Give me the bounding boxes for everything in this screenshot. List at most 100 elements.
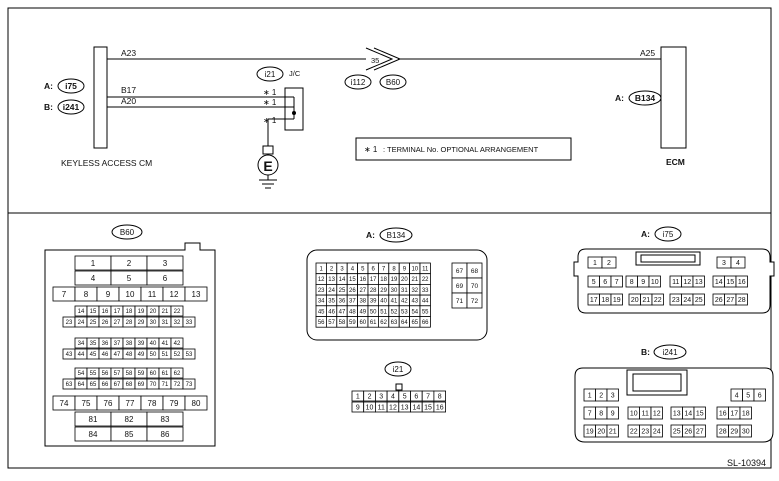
terminal-number: 24 bbox=[328, 288, 335, 294]
terminal-number: 7 bbox=[62, 290, 67, 299]
terminal-number: 30 bbox=[150, 320, 157, 326]
outer-frame bbox=[7, 7, 772, 469]
jc-mark-3: ∗ 1 bbox=[263, 116, 277, 125]
terminal-number: 18 bbox=[380, 277, 387, 283]
terminal-cell bbox=[606, 406, 619, 420]
terminal-number: 32 bbox=[411, 288, 418, 294]
terminal-number: 63 bbox=[66, 382, 73, 388]
terminal-number: 44 bbox=[422, 299, 429, 305]
terminal-number: 14 bbox=[715, 279, 723, 286]
terminal-number: 14 bbox=[78, 309, 85, 315]
i75-latch-window bbox=[640, 254, 696, 263]
terminal-number: 43 bbox=[411, 299, 418, 305]
terminal-number: 19 bbox=[138, 309, 145, 315]
terminal-cell bbox=[170, 337, 184, 349]
terminal-number: 14 bbox=[684, 411, 692, 418]
terminal-number: 5 bbox=[127, 274, 132, 283]
terminal-number: 19 bbox=[586, 429, 594, 436]
terminal-number: 63 bbox=[391, 320, 398, 326]
terminal-number: 82 bbox=[125, 415, 134, 424]
terminal-number: 52 bbox=[174, 352, 181, 358]
terminal-number: 12 bbox=[653, 411, 661, 418]
b60-title-callout bbox=[111, 224, 143, 240]
terminal-number: 7 bbox=[382, 267, 386, 273]
terminal-number: 17 bbox=[590, 297, 598, 304]
terminal-cell bbox=[739, 424, 752, 438]
terminal-cell bbox=[650, 424, 663, 438]
terminal-cell bbox=[433, 401, 446, 413]
ecm-a-label: A: bbox=[615, 93, 624, 103]
terminal-number: 48 bbox=[126, 352, 133, 358]
terminal-number: 52 bbox=[391, 309, 398, 315]
terminal-number: 8 bbox=[630, 279, 634, 286]
wire-label-a25: A25 bbox=[640, 48, 655, 58]
terminal-number: 79 bbox=[170, 399, 179, 408]
terminal-cell bbox=[651, 293, 664, 306]
terminal-number: 61 bbox=[370, 320, 377, 326]
terminal-number: 37 bbox=[349, 299, 356, 305]
ground-terminal bbox=[262, 145, 274, 155]
terminal-number: 2 bbox=[607, 260, 611, 267]
terminal-number: 9 bbox=[611, 411, 615, 418]
i75-title: i75 bbox=[663, 230, 674, 239]
connector-callout-b134 bbox=[628, 90, 662, 106]
terminal-number: 3 bbox=[163, 259, 168, 268]
terminal-number: 28 bbox=[370, 288, 377, 294]
terminal-number: 70 bbox=[471, 283, 479, 290]
terminal-number: 6 bbox=[372, 267, 376, 273]
terminal-number: 21 bbox=[411, 277, 418, 283]
terminal-number: 15 bbox=[696, 411, 704, 418]
terminal-number: 58 bbox=[339, 320, 346, 326]
terminal-number: 20 bbox=[150, 309, 157, 315]
connector-callout-i241-text: i241 bbox=[63, 102, 80, 112]
terminal-cell bbox=[466, 292, 483, 309]
terminal-number: 21 bbox=[609, 429, 617, 436]
terminal-number: 14 bbox=[339, 277, 346, 283]
terminal-number: 67 bbox=[114, 382, 121, 388]
terminal-number: 4 bbox=[351, 267, 355, 273]
terminal-number: 1 bbox=[593, 260, 597, 267]
terminal-number: 13 bbox=[401, 405, 409, 412]
i241-title-callout bbox=[653, 344, 687, 360]
terminal-number: 55 bbox=[90, 371, 97, 377]
connector-callout-i21 bbox=[256, 66, 284, 82]
jc-mark-2: ∗ 1 bbox=[263, 98, 277, 107]
terminal-cell bbox=[735, 275, 748, 288]
terminal-number: 32 bbox=[174, 320, 181, 326]
terminal-number: 28 bbox=[126, 320, 133, 326]
terminal-number: 18 bbox=[126, 309, 133, 315]
terminal-number: 15 bbox=[90, 309, 97, 315]
terminal-number: 20 bbox=[597, 429, 605, 436]
terminal-number: 47 bbox=[114, 352, 121, 358]
terminal-cell bbox=[739, 406, 752, 420]
terminal-number: 15 bbox=[726, 279, 734, 286]
b134-title-callout bbox=[379, 227, 413, 243]
terminal-number: 41 bbox=[162, 341, 169, 347]
inline-connector-male bbox=[365, 47, 394, 71]
terminal-number: 25 bbox=[90, 320, 97, 326]
terminal-number: 51 bbox=[162, 352, 169, 358]
terminal-number: 11 bbox=[642, 411, 649, 418]
terminal-number: 26 bbox=[349, 288, 356, 294]
jc-label: J/C bbox=[289, 69, 301, 78]
terminal-number: 18 bbox=[742, 411, 750, 418]
terminal-number: 22 bbox=[422, 277, 429, 283]
terminal-number: 54 bbox=[78, 371, 85, 377]
terminal-number: 9 bbox=[641, 279, 645, 286]
terminal-number: 18 bbox=[601, 297, 609, 304]
terminal-number: 11 bbox=[422, 267, 429, 273]
connector-callout-i75 bbox=[57, 78, 85, 94]
terminal-number: 17 bbox=[730, 411, 738, 418]
terminal-number: 38 bbox=[359, 299, 366, 305]
terminal-number: 7 bbox=[588, 411, 592, 418]
terminal-number: 72 bbox=[174, 382, 181, 388]
keyless-cm-box bbox=[93, 46, 108, 149]
terminal-number: 28 bbox=[719, 429, 727, 436]
terminal-number: 1 bbox=[356, 394, 360, 401]
note-box bbox=[355, 137, 572, 161]
terminal-number: 29 bbox=[730, 429, 738, 436]
splice-dot bbox=[292, 111, 296, 115]
